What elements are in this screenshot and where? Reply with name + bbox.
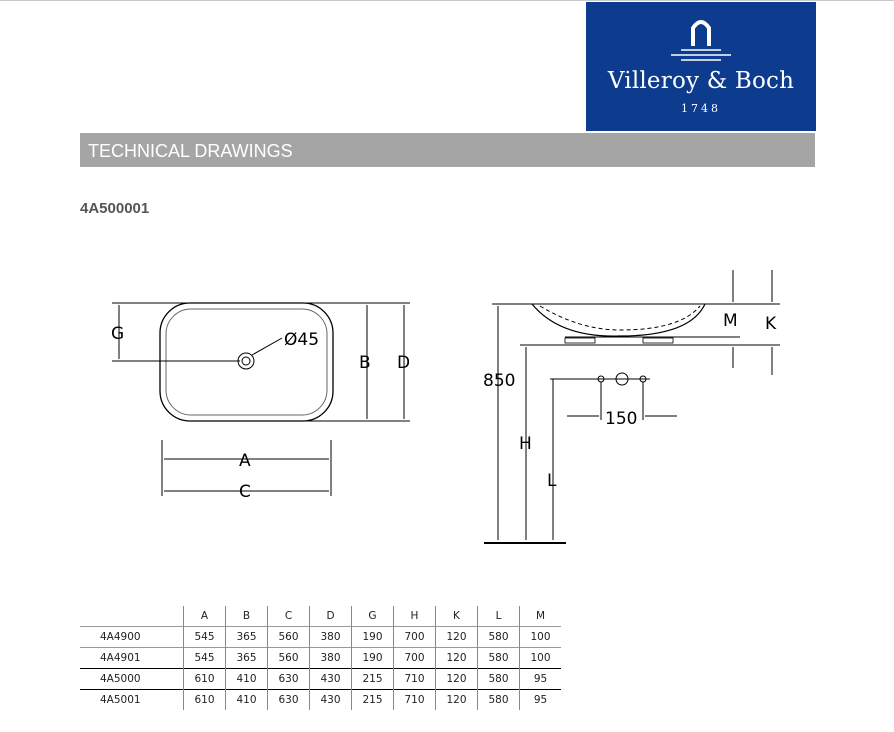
top-divider <box>0 0 894 1</box>
label-k: K <box>765 314 777 334</box>
column-header: G <box>351 606 394 627</box>
table-cell: 700 <box>393 626 436 648</box>
table-cell: 630 <box>267 689 310 710</box>
column-header: H <box>393 606 436 627</box>
table-cell: 365 <box>225 647 268 669</box>
table-cell: 4A4900 <box>100 631 141 643</box>
table-cell: 610 <box>183 668 226 690</box>
table-cell: 95 <box>519 668 561 690</box>
table-cell: 545 <box>183 647 226 669</box>
table-cell: 120 <box>435 626 478 648</box>
table-cell: 700 <box>393 647 436 669</box>
table-cell: 215 <box>351 689 394 710</box>
label-150: 150 <box>605 409 637 429</box>
column-header: D <box>309 606 352 627</box>
table-cell: 580 <box>477 626 520 648</box>
column-header: B <box>225 606 268 627</box>
table-cell: 410 <box>225 668 268 690</box>
table-cell: 120 <box>435 668 478 690</box>
table-cell: 215 <box>351 668 394 690</box>
technical-drawing: G B D A C Ø45 M K 850 H L 150 <box>111 270 780 544</box>
product-code: 4A500001 <box>80 200 150 217</box>
table-cell: 4A4901 <box>100 652 141 664</box>
table-cell: 545 <box>183 626 226 648</box>
label-h: H <box>519 434 532 454</box>
table-cell: 560 <box>267 647 310 669</box>
table-cell: 580 <box>477 647 520 669</box>
table-cell: 430 <box>309 668 352 690</box>
label-d: D <box>397 353 410 373</box>
table-cell: 560 <box>267 626 310 648</box>
logo-brand: Villeroy & Boch <box>607 68 795 94</box>
column-header: C <box>267 606 310 627</box>
table-cell: 430 <box>309 689 352 710</box>
column-header: K <box>435 606 478 627</box>
villeroy-boch-logo: Villeroy & Boch 1748 <box>586 2 816 131</box>
label-850: 850 <box>483 371 515 391</box>
table-cell: 380 <box>309 647 352 669</box>
label-drain-diameter: Ø45 <box>284 330 319 350</box>
table-cell: 580 <box>477 689 520 710</box>
column-header: L <box>477 606 520 627</box>
table-cell: 630 <box>267 668 310 690</box>
column-header: M <box>519 606 561 627</box>
table-cell: 380 <box>309 626 352 648</box>
table-cell: 190 <box>351 647 394 669</box>
table-cell: 4A5001 <box>100 694 141 706</box>
table-cell: 4A5000 <box>100 673 141 685</box>
section-title: TECHNICAL DRAWINGS <box>88 141 293 161</box>
label-b: B <box>359 353 371 373</box>
label-g: G <box>111 324 124 344</box>
table-cell: 190 <box>351 626 394 648</box>
label-a: A <box>239 451 251 471</box>
table-cell: 120 <box>435 647 478 669</box>
section-header: TECHNICAL DRAWINGS <box>80 133 815 167</box>
column-header <box>80 606 184 627</box>
table-cell: 410 <box>225 689 268 710</box>
column-header: A <box>183 606 226 627</box>
table-cell: 710 <box>393 668 436 690</box>
fountain-icon <box>671 20 731 61</box>
logo-year: 1748 <box>681 102 721 115</box>
label-c: C <box>239 482 251 502</box>
table-cell: 710 <box>393 689 436 710</box>
table-cell: 100 <box>519 626 561 648</box>
table-cell: 365 <box>225 626 268 648</box>
table-cell: 95 <box>519 689 561 710</box>
table-cell: 610 <box>183 689 226 710</box>
table-cell: 580 <box>477 668 520 690</box>
top-view: G B D A C Ø45 <box>111 302 410 502</box>
label-l: L <box>547 471 557 491</box>
table-cell: 100 <box>519 647 561 669</box>
label-m: M <box>723 311 738 331</box>
table-cell: 120 <box>435 689 478 710</box>
side-view: M K 850 H L 150 <box>483 270 780 544</box>
